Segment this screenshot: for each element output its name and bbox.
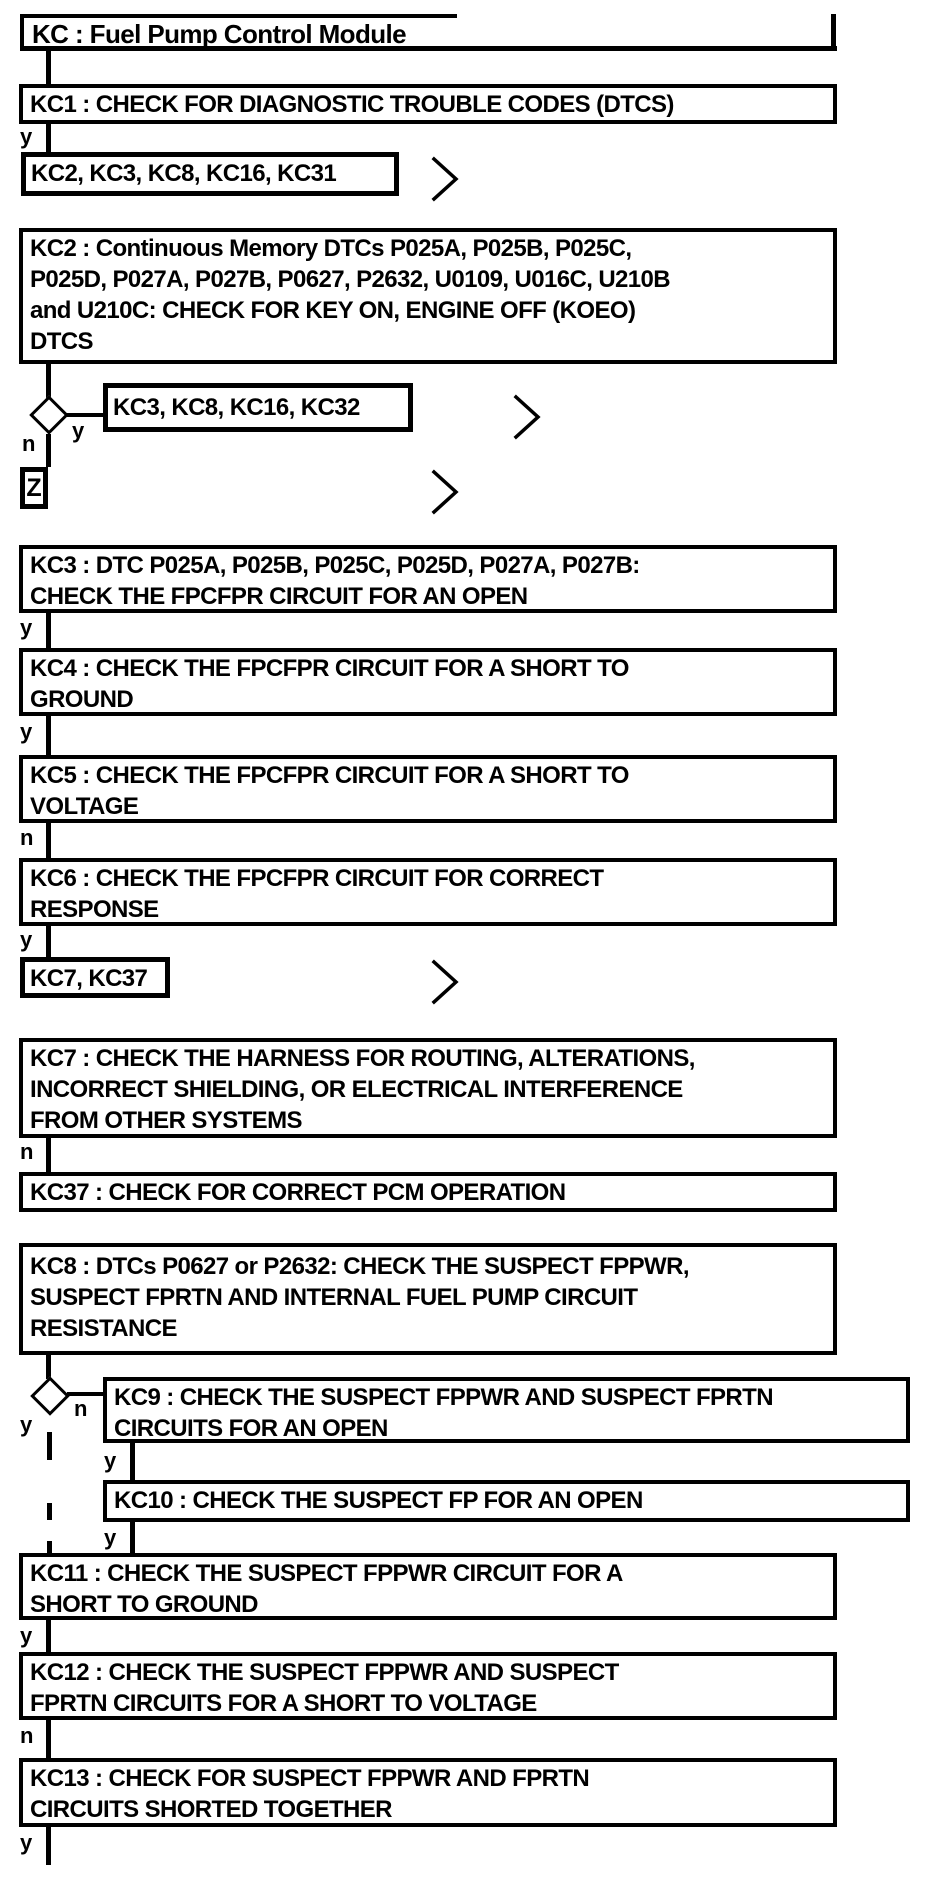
step-box-kc37: KC37 : CHECK FOR CORRECT PCM OPERATION xyxy=(19,1172,837,1212)
branch-label-n: n xyxy=(22,431,36,456)
branch-label-y: y xyxy=(104,1448,117,1473)
connector-line xyxy=(130,1522,135,1553)
step-box-kc4: KC4 : CHECK THE FPCFPR CIRCUIT FOR A SHO… xyxy=(19,648,837,716)
connector-line xyxy=(46,1355,51,1379)
title-right-tick xyxy=(831,14,836,51)
continuation-chevron-icon xyxy=(430,959,460,1005)
branch-label-n: n xyxy=(20,825,34,850)
connector-line xyxy=(46,51,51,84)
branch-label-n: n xyxy=(20,1139,34,1164)
branch-label-y: y xyxy=(20,124,33,149)
step-box-kc11: KC11 : CHECK THE SUSPECT FPPWR CIRCUIT F… xyxy=(19,1553,837,1620)
connector-line xyxy=(46,1827,51,1865)
offpage-connector-z: Z xyxy=(20,467,48,509)
continuation-chevron-icon xyxy=(430,469,460,515)
connector-line xyxy=(130,1443,135,1480)
connector-line xyxy=(66,413,104,417)
connector-line xyxy=(46,124,51,152)
branch-label-y: y xyxy=(20,1412,33,1437)
step-box-kc7: KC7 : CHECK THE HARNESS FOR ROUTING, ALT… xyxy=(19,1038,837,1138)
connector-line xyxy=(47,1541,52,1553)
step-box-kc5: KC5 : CHECK THE FPCFPR CIRCUIT FOR A SHO… xyxy=(19,755,837,823)
step-box-kc8: KC8 : DTCs P0627 or P2632: CHECK THE SUS… xyxy=(19,1243,837,1355)
branch-label-n: n xyxy=(74,1396,88,1421)
branch-label-y: y xyxy=(72,418,85,443)
diagram-title-text: KC : Fuel Pump Control Module xyxy=(32,19,407,49)
connector-line xyxy=(46,926,51,957)
connector-line xyxy=(67,1392,103,1396)
branch-label-y: y xyxy=(104,1525,117,1550)
connector-line xyxy=(46,1620,51,1652)
branch-label-y: y xyxy=(20,719,33,744)
step-box-kc1: KC1 : CHECK FOR DIAGNOSTIC TROUBLE CODES… xyxy=(19,84,837,124)
connector-line xyxy=(47,1503,52,1520)
branch-label-y: y xyxy=(20,1623,33,1648)
step-box-kc6: KC6 : CHECK THE FPCFPR CIRCUIT FOR CORRE… xyxy=(19,858,837,926)
ref-box-after-kc2: KC3, KC8, KC16, KC32 xyxy=(103,383,413,432)
decision-diamond xyxy=(29,395,69,435)
connector-line xyxy=(46,434,51,467)
connector-line xyxy=(47,1432,52,1460)
connector-line xyxy=(46,613,51,648)
continuation-chevron-icon xyxy=(430,156,460,202)
branch-label-y: y xyxy=(20,1830,33,1855)
connector-line xyxy=(46,716,51,755)
branch-label-y: y xyxy=(20,927,33,952)
title-underline xyxy=(20,46,837,51)
ref-box-after-kc1: KC2, KC3, KC8, KC16, KC31 xyxy=(21,152,399,196)
connector-line xyxy=(46,364,51,398)
connector-line xyxy=(46,1138,51,1172)
step-box-kc2: KC2 : Continuous Memory DTCs P025A, P025… xyxy=(19,228,837,364)
branch-label-y: y xyxy=(20,615,33,640)
step-box-kc10: KC10 : CHECK THE SUSPECT FP FOR AN OPEN xyxy=(103,1480,910,1522)
step-box-kc9: KC9 : CHECK THE SUSPECT FPPWR AND SUSPEC… xyxy=(103,1377,910,1443)
branch-label-n: n xyxy=(20,1723,34,1748)
step-box-kc13: KC13 : CHECK FOR SUSPECT FPPWR AND FPRTN… xyxy=(19,1758,837,1827)
diagram-title: KC : Fuel Pump Control Module xyxy=(20,14,457,51)
continuation-chevron-icon xyxy=(512,394,542,440)
connector-line xyxy=(46,1720,51,1758)
step-box-kc12: KC12 : CHECK THE SUSPECT FPPWR AND SUSPE… xyxy=(19,1652,837,1720)
step-box-kc3: KC3 : DTC P025A, P025B, P025C, P025D, P0… xyxy=(19,545,837,613)
decision-diamond xyxy=(30,1376,70,1416)
connector-line xyxy=(46,823,51,858)
ref-box-after-kc6: KC7, KC37 xyxy=(20,957,170,998)
